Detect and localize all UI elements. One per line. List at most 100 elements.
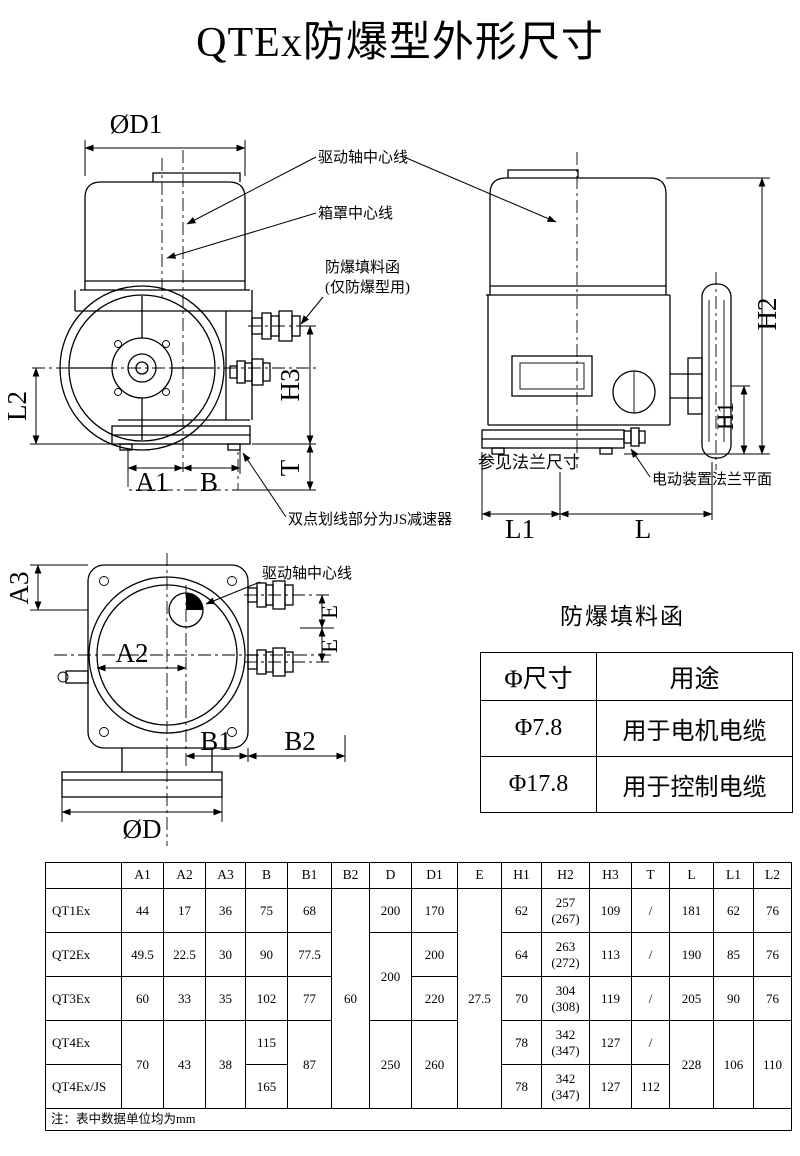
dim-od-label: ØD — [123, 814, 162, 844]
col-header: H3 — [589, 862, 632, 889]
col-header: D — [369, 862, 412, 889]
cell: 77.5 — [287, 932, 332, 977]
cell: 36 — [205, 888, 246, 933]
cell: 27.5 — [457, 888, 502, 1109]
model-name: QT1Ex — [45, 888, 122, 933]
cell: 49.5 — [121, 932, 164, 977]
col-header: B2 — [331, 862, 370, 889]
dim-h1-label: H1 — [713, 402, 738, 430]
gland-size: Φ7.8 — [480, 700, 597, 757]
table-row-qt4ex: QT4Ex 70 43 38 115 87 250 260 78 342 (34… — [45, 1020, 792, 1109]
cell: 102 — [245, 976, 288, 1021]
dim-a3-label: A3 — [4, 572, 34, 605]
dim-l-label: L — [635, 514, 652, 544]
cell: 90 — [713, 976, 754, 1021]
cell: 127 — [589, 1064, 632, 1109]
cell: 200 — [411, 932, 458, 977]
cell: 60 — [121, 976, 164, 1021]
cell: 43 — [163, 1020, 206, 1109]
cell: / — [631, 1020, 670, 1065]
cell: 44 — [121, 888, 164, 933]
cell: 190 — [669, 932, 714, 977]
bottom-view: A3 A2 E E B1 B2 ØD 驱动轴中心线 — [4, 553, 352, 846]
col-header: H2 — [541, 862, 590, 889]
cell: 112 — [631, 1064, 670, 1109]
model-name: QT4Ex/JS — [45, 1064, 122, 1109]
cell: 170 — [411, 888, 458, 933]
cell: 165 — [245, 1064, 288, 1109]
dimension-table: A1 A2 A3 B B1 B2 D D1 E H1 H2 H3 T L L1 … — [45, 862, 792, 1131]
col-header: A3 — [205, 862, 246, 889]
dim-a1-label: A1 — [136, 467, 169, 497]
model-name: QT3Ex — [45, 976, 122, 1021]
gland-use: 用于控制电缆 — [596, 756, 793, 813]
col-header: L1 — [713, 862, 754, 889]
cell: 200 — [369, 932, 412, 1021]
cell: 205 — [669, 976, 714, 1021]
col-header — [45, 862, 122, 889]
gland-use: 用于电机电缆 — [596, 700, 793, 757]
col-header: E — [457, 862, 502, 889]
dim-l2-label: L2 — [2, 391, 32, 421]
dim-b2-label: B2 — [284, 726, 316, 756]
cell: 90 — [245, 932, 288, 977]
col-header: T — [631, 862, 670, 889]
cell: 78 — [501, 1020, 542, 1065]
cell: 342 (347) — [541, 1020, 590, 1065]
cell: 342 (347) — [541, 1064, 590, 1109]
col-header: B — [245, 862, 288, 889]
dim-h2-label: H2 — [752, 298, 782, 331]
side-view: H2 H1 参见法兰尺寸 电动装置法兰平面 L1 L — [478, 152, 782, 544]
cell: 119 — [589, 976, 632, 1021]
table-row-qt3ex: QT3Ex 60 33 35 102 77 220 70 304 (308) 1… — [45, 976, 792, 1021]
cell: 62 — [501, 888, 542, 933]
cell: 30 — [205, 932, 246, 977]
cell: 181 — [669, 888, 714, 933]
dim-e-bottom-label: E — [317, 639, 342, 653]
cell: 76 — [753, 976, 792, 1021]
gland-col-use-header: 用途 — [596, 652, 793, 701]
cell: 77 — [287, 976, 332, 1021]
cell: 64 — [501, 932, 542, 977]
cell: / — [631, 932, 670, 977]
drive-centerline-label: 驱动轴中心线 — [318, 149, 408, 166]
cell: 70 — [501, 976, 542, 1021]
dim-t-label: T — [275, 459, 305, 476]
dim-a2-label: A2 — [116, 638, 149, 668]
cell: 76 — [753, 888, 792, 933]
cell: 85 — [713, 932, 754, 977]
cell: 17 — [163, 888, 206, 933]
col-header: L2 — [753, 862, 792, 889]
dim-od1-label: ØD1 — [110, 109, 163, 139]
see-flange-note: 参见法兰尺寸 — [478, 453, 580, 472]
table-row-qt1ex: QT1Ex 44 17 36 75 68 60 200 170 27.5 62 … — [45, 888, 792, 1109]
gland-col-size-header: Φ尺寸 — [480, 652, 597, 701]
page-title: QTEx防爆型外形尺寸 — [196, 20, 604, 66]
cell: 62 — [713, 888, 754, 933]
dim-l1-label: L1 — [505, 514, 535, 544]
cell: 35 — [205, 976, 246, 1021]
table-note: 注：表中数据单位均为mm — [45, 1108, 792, 1131]
cell: 76 — [753, 932, 792, 977]
drive-centerline-label-2: 驱动轴中心线 — [262, 565, 352, 582]
cell: 87 — [287, 1020, 332, 1109]
gland-size: Φ17.8 — [480, 756, 597, 813]
cover-centerline-label: 箱罩中心线 — [318, 205, 393, 222]
cell: 257 (267) — [541, 888, 590, 933]
cell: 113 — [589, 932, 632, 977]
cell: 115 — [245, 1020, 288, 1065]
gland-table-title: 防爆填料函 — [560, 604, 685, 629]
dim-b1-label: B1 — [200, 726, 232, 756]
col-header: L — [669, 862, 714, 889]
cell: 38 — [205, 1020, 246, 1109]
cell: 22.5 — [163, 932, 206, 977]
dim-h3-label: H3 — [275, 369, 305, 402]
cell: / — [631, 888, 670, 933]
gland-row: Φ7.8 用于电机电缆 — [480, 700, 793, 757]
gland-row: Φ17.8 用于控制电缆 — [480, 756, 793, 813]
table-row-qt2ex: QT2Ex 49.5 22.5 30 90 77.5 200 200 64 26… — [45, 932, 792, 1021]
cell: 263 (272) — [541, 932, 590, 977]
table-note-row: 注：表中数据单位均为mm — [45, 1108, 792, 1131]
cell: 68 — [287, 888, 332, 933]
